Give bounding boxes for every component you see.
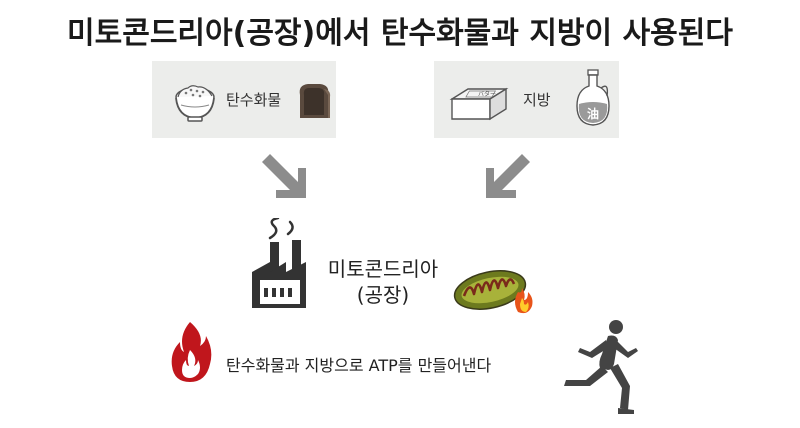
flame-icon	[171, 322, 212, 382]
butter-icon: バター	[449, 87, 509, 121]
runner-icon	[564, 320, 638, 414]
arrow-down-left-icon	[486, 154, 530, 198]
factory-label-line1: 미토콘드리아	[327, 257, 439, 281]
arrow-down-right-icon	[262, 154, 306, 198]
carbs-label: 탄수화물	[226, 91, 282, 109]
factory-label: 미토콘드리아 (공장)	[318, 256, 448, 308]
page-title: 미토콘드리아(공장)에서 탄수화물과 지방이 사용된다	[67, 16, 733, 51]
oil-text: 油	[587, 106, 599, 121]
fat-label: 지방	[523, 91, 551, 109]
rice-bowl-icon	[175, 85, 215, 122]
oil-bottle-icon: 油	[576, 69, 610, 126]
factory-label-line2: (공장)	[356, 283, 410, 307]
mitochondrion-icon	[453, 270, 533, 314]
factory-icon	[252, 218, 306, 308]
carbs-panel: 탄수화물	[152, 61, 336, 138]
butter-text: バター	[478, 90, 496, 98]
bread-icon	[299, 84, 331, 118]
fat-panel: バター 지방 油	[434, 61, 619, 138]
bottom-text: 탄수화물과 지방으로 ATP를 만들어낸다	[226, 356, 492, 375]
